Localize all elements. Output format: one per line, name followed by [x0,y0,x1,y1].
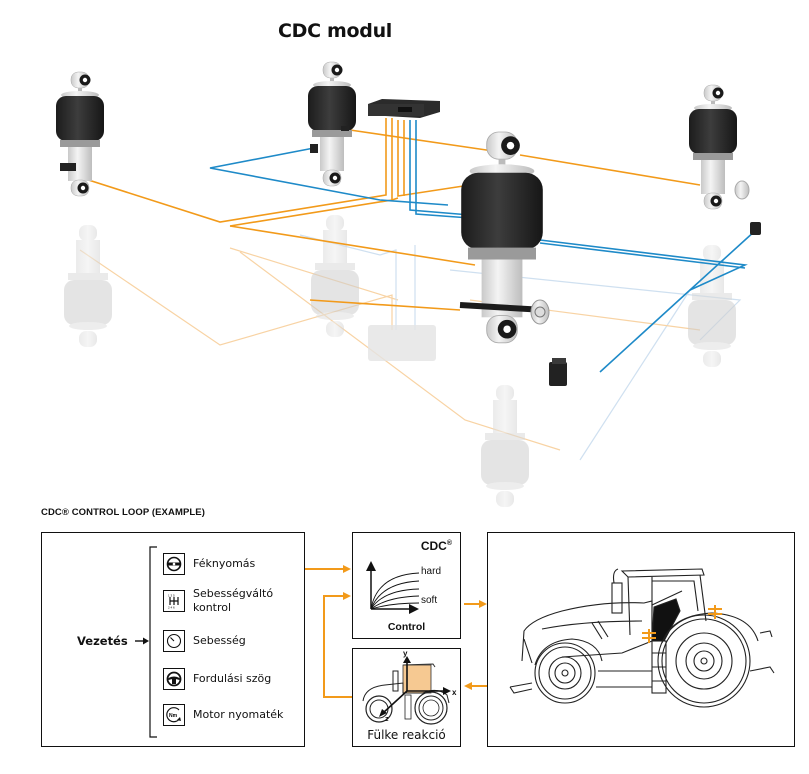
arrowhead [479,600,487,608]
cdc-control-box: CDC® hard soft Control [352,532,461,639]
cdc-control-unit [368,99,440,118]
input-label: Sebesség [193,634,246,647]
arrowhead [464,682,472,690]
control-loop-heading: CDC® CONTROL LOOP (EXAMPLE) [41,507,205,518]
steering-wheel-icon [163,668,185,690]
input-steering-angle: Fordulási szög [163,666,271,692]
acceleration-sensor [310,144,318,153]
torque-unit: Nm [169,713,178,719]
gear-shift-icon: 1 3 5 2 4 6 [163,590,185,612]
brake-pressure-icon [163,553,185,575]
control-label: Control [387,621,426,633]
tractor-box [487,532,795,747]
driver-label: Vezetés [77,634,128,648]
cab-reaction-tractor-icon: y x z [362,651,457,725]
cab-reaction-label: Fülke reakció [367,728,446,742]
input-label: Fordulási szög [193,672,272,685]
engine-torque-icon: Nm [163,704,185,726]
soft-label: soft [421,595,438,606]
hard-label: hard [421,566,442,577]
svg-text:2 4 6: 2 4 6 [168,606,175,610]
svg-text:1 3 5: 1 3 5 [168,594,175,598]
axis-z-label: z [385,716,389,723]
arrowhead [343,592,351,600]
cab-reaction-box: y x z Fülke reakció [352,648,461,747]
cab-feedback-line [323,595,352,698]
driver-arrowhead [143,637,149,645]
cdc-system-illustration [55,61,761,507]
input-label: Motor nyomaték [193,708,284,721]
axis-y-label: y [403,651,408,658]
input-engine-torque: Nm Motor nyomaték [163,702,283,728]
acceleration-sensor [549,358,567,386]
damping-curves-icon [366,561,420,614]
speedometer-icon [163,630,185,652]
input-gear-shift: 1 3 5 2 4 6 Sebességváltó kontrol [163,587,298,614]
axis-x-label: x [452,688,457,697]
page-title: CDC modul [277,20,393,42]
input-speed: Sebesség [163,628,246,654]
tractor-illustration [509,568,775,708]
input-label: Féknyomás [193,557,256,570]
acceleration-sensor [750,222,761,235]
input-brake-pressure: Féknyomás [163,551,255,577]
cdc-brand: CDC® [421,539,452,553]
input-label: Sebességváltó kontrol [193,587,274,614]
cdc-brand-text: CDC [420,539,447,553]
registered-mark: ® [446,540,452,547]
inputs-bracket [149,546,157,738]
cdc-mount-markers [642,605,722,643]
arrowhead [343,565,351,573]
